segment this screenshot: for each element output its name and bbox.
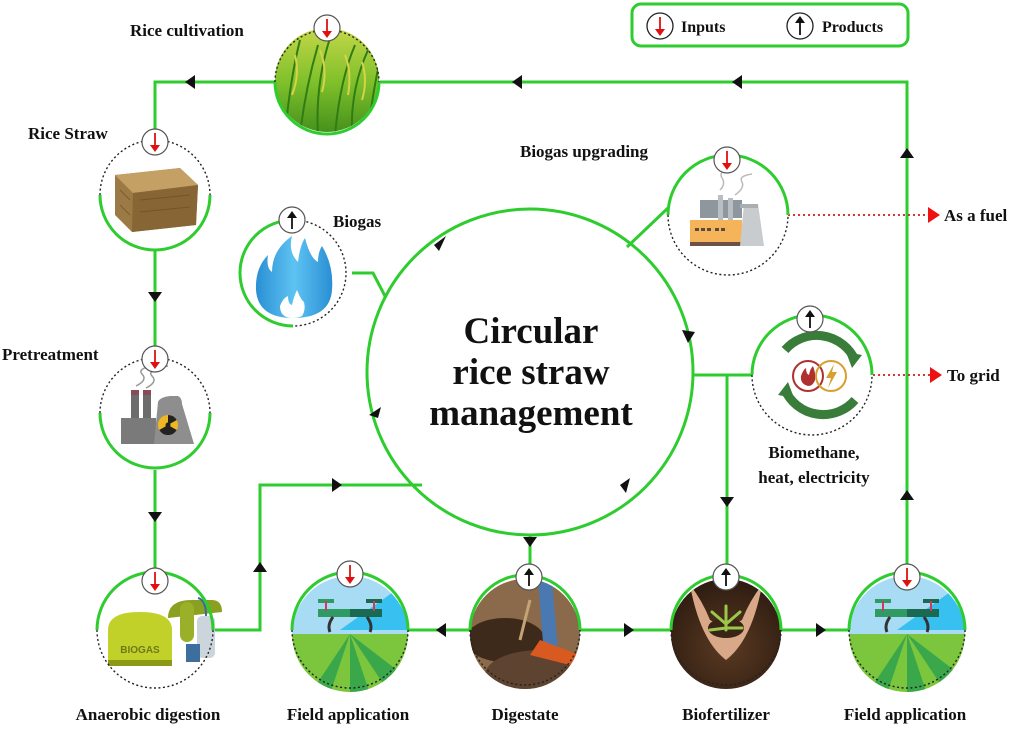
node-label: Biofertilizer (682, 705, 770, 724)
arrow-right-icon (816, 623, 826, 637)
node-label-line2: heat, electricity (758, 468, 870, 487)
plant-facility-icon (690, 167, 764, 246)
arrow-up-icon (900, 148, 914, 158)
node-label: Field application (844, 705, 967, 724)
input-badge-icon (141, 128, 169, 156)
arrow-down-icon (148, 512, 162, 522)
flame-icon (255, 236, 333, 318)
output-grid-label: To grid (947, 366, 1000, 385)
arrow-up-icon (253, 562, 267, 572)
node-digestate: Digestate (468, 563, 582, 724)
arrow-left-icon (732, 75, 742, 89)
ring-arrow-icon (434, 236, 446, 251)
node-field-application-1: Field application (287, 560, 410, 724)
node-label: Rice cultivation (130, 21, 244, 40)
input-badge-icon (141, 567, 169, 595)
arrow-right-icon (624, 623, 634, 637)
node-label: Digestate (491, 705, 558, 724)
arrow-left-icon (185, 75, 195, 89)
node-pretreatment: Pretreatment (2, 345, 212, 470)
node-field-application-2: Field application (844, 563, 967, 724)
node-label: Biogas (333, 212, 382, 231)
rice-plant-icon (275, 28, 379, 132)
output-grid: To grid (873, 366, 1000, 385)
arrow-right-icon (930, 367, 942, 383)
flow-line-rice-to-straw (153, 80, 275, 140)
legend-products-label: Products (822, 19, 883, 36)
legend: Inputs Products (630, 2, 910, 48)
node-label: Anaerobic digestion (76, 705, 221, 724)
arrow-down-icon (523, 537, 537, 547)
arrow-down-icon (148, 292, 162, 302)
arrow-left-icon (436, 623, 446, 637)
node-biofertilizer: Biofertilizer (669, 563, 783, 724)
product-badge-icon (712, 563, 740, 591)
legend-products-icon (786, 12, 814, 40)
input-badge-icon (313, 14, 341, 42)
ring-arrow-icon (620, 478, 630, 493)
arrow-right-icon (332, 478, 342, 492)
biogas-tank-icon: BIOGAS (108, 597, 222, 666)
center-title-line3: management (429, 393, 633, 434)
node-anaerobic-digestion: BIOGAS Anaerobic digestion (76, 567, 222, 724)
product-badge-icon (278, 206, 306, 234)
flow-line-center-to-upgrading (625, 206, 670, 249)
legend-inputs-label: Inputs (681, 19, 725, 36)
legend-frame (630, 2, 910, 48)
product-badge-icon (796, 305, 824, 333)
arrow-down-icon (720, 497, 734, 507)
ring-arrow-icon (682, 330, 695, 343)
center-title-line2: rice straw (452, 352, 609, 393)
flow-arrows (148, 75, 914, 637)
output-fuel: As a fuel (788, 206, 1008, 225)
node-rice-straw: Rice Straw (28, 124, 212, 252)
node-biogas: Biogas (238, 206, 382, 328)
flow-line-biogas-to-center (352, 271, 388, 299)
arrow-right-icon (928, 207, 940, 223)
straw-bale-icon (115, 168, 198, 232)
product-badge-icon (515, 563, 543, 591)
ring-arrow-icon (369, 407, 381, 418)
node-rice-cultivation: Rice cultivation (130, 14, 381, 136)
node-label: Field application (287, 705, 410, 724)
node-label: Biogas upgrading (520, 142, 649, 161)
input-badge-icon (336, 560, 364, 588)
factory-icon (121, 363, 194, 444)
arrow-up-icon (900, 490, 914, 500)
input-badge-icon (893, 563, 921, 591)
flow-line-return-top (380, 80, 909, 576)
center-title: Circular rice straw management (429, 311, 633, 434)
node-biogas-upgrading: Biogas upgrading (520, 142, 790, 276)
node-label-line1: Biomethane, (768, 443, 859, 462)
legend-inputs-icon (646, 12, 674, 40)
node-label: Pretreatment (2, 345, 99, 364)
input-badge-icon (141, 345, 169, 373)
center-title-line1: Circular (464, 311, 599, 352)
output-fuel-label: As a fuel (944, 206, 1008, 225)
tank-label: BIOGAS (120, 645, 160, 656)
input-badge-icon (713, 146, 741, 174)
drone-field-icon (292, 576, 408, 692)
drone-field-icon (849, 576, 965, 692)
node-biomethane: Biomethane, heat, electricity (750, 305, 874, 487)
node-label: Rice Straw (28, 124, 109, 143)
energy-cycle-icon (778, 330, 862, 420)
arrow-left-icon (512, 75, 522, 89)
